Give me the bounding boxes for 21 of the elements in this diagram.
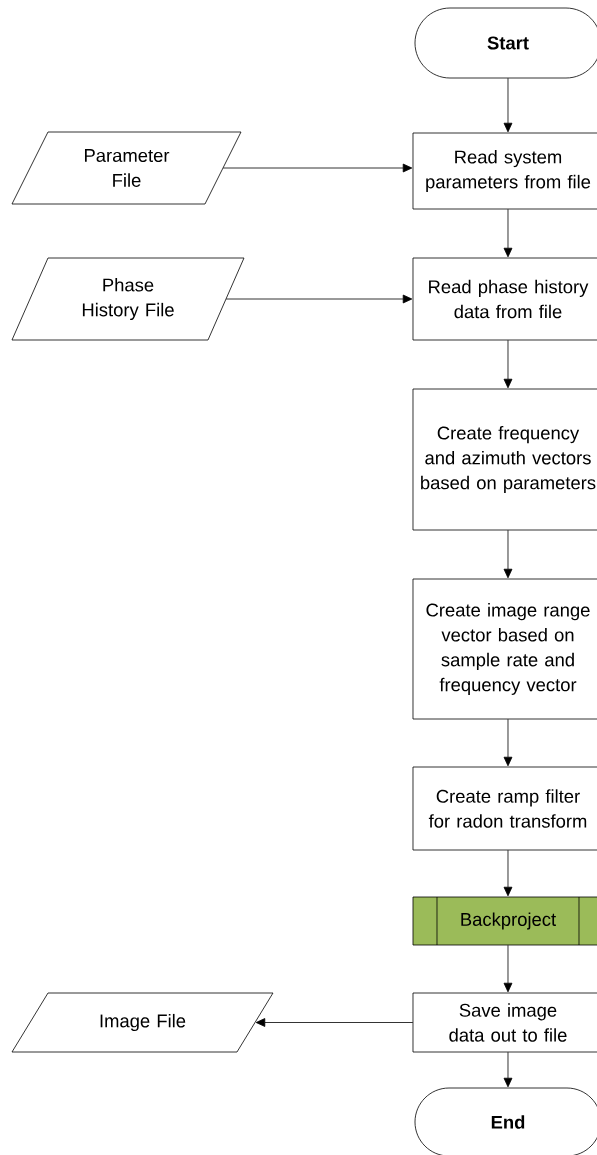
process-box: Create ramp filter for radon transform bbox=[412, 766, 597, 851]
process-box: Read system parameters from file bbox=[412, 132, 597, 210]
arrow bbox=[503, 1051, 513, 1088]
data-parallelogram: Phase History File bbox=[11, 257, 245, 341]
predefined-process-box: Backproject bbox=[412, 896, 597, 946]
arrow bbox=[503, 944, 513, 993]
process-box: Save image data out to file bbox=[412, 992, 597, 1053]
arrow bbox=[503, 849, 513, 897]
data-parallelogram: Parameter File bbox=[11, 131, 242, 205]
process-box: Create image range vector based on sample rate and frequency vector bbox=[412, 578, 597, 720]
arrow bbox=[503, 208, 513, 258]
arrow bbox=[222, 163, 413, 173]
arrow bbox=[503, 339, 513, 389]
data-parallelogram: Image File bbox=[11, 992, 274, 1053]
arrow bbox=[503, 77, 513, 133]
arrow bbox=[225, 294, 413, 304]
arrow bbox=[503, 529, 513, 579]
process-box: Create frequency and azimuth vectors based on parameters bbox=[412, 388, 597, 531]
process-box: Read phase history data from file bbox=[412, 257, 597, 341]
arrow bbox=[503, 718, 513, 767]
arrow bbox=[255, 1018, 414, 1027]
